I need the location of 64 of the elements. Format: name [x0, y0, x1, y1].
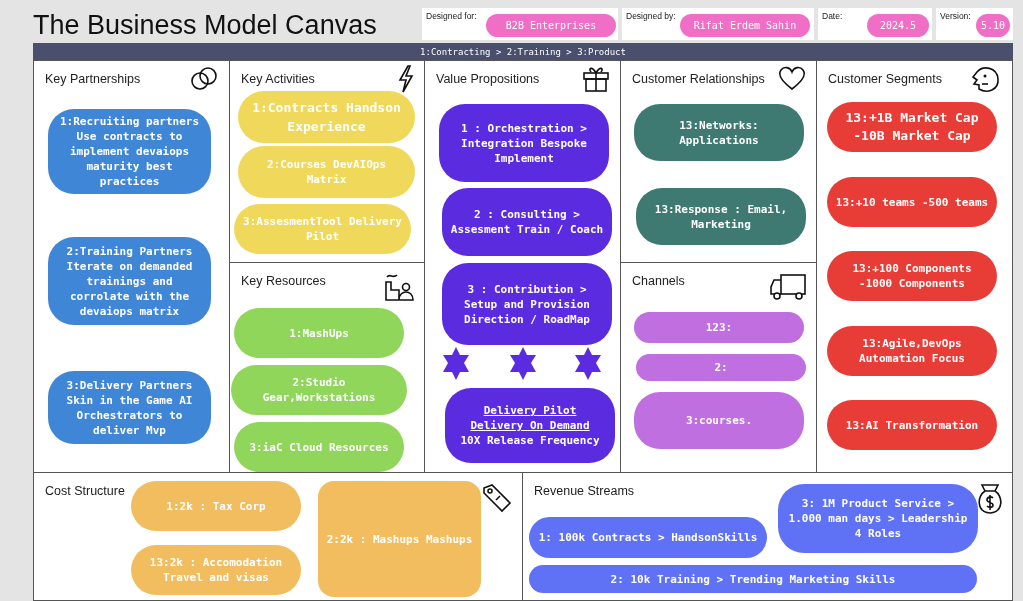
- link-text: Delivery On Demand: [470, 418, 590, 433]
- note-card: 123:: [634, 312, 804, 343]
- canvas-section: [33, 60, 230, 473]
- note-card: 1:2k : Tax Corp: [131, 481, 301, 531]
- canvas-section: [522, 472, 1013, 601]
- note-card: 1:Recruiting partners Use contracts to implement devaiops maturity best practices: [48, 109, 211, 194]
- note-card: 2:Courses DevAIOps Matrix: [238, 146, 415, 198]
- section-heading: Cost Structure: [45, 484, 125, 498]
- page-title: The Business Model Canvas: [33, 10, 377, 41]
- field-label: Version:: [940, 11, 971, 21]
- note-card: 1 : Orchestration > Integration Bespoke Implement: [439, 104, 609, 182]
- canvas-section: [620, 60, 817, 263]
- canvas-section: [424, 60, 621, 473]
- header-field-box: [936, 8, 1013, 40]
- field-label: Designed by:: [626, 11, 676, 21]
- link-text: Delivery Pilot: [483, 403, 577, 418]
- section-heading: Revenue Streams: [534, 484, 635, 498]
- note-card: 3: 1M Product Service > 1.000 man days > Leadership 4 Roles: [778, 484, 978, 553]
- note-card: 2:: [636, 354, 806, 381]
- note-card: [445, 388, 615, 463]
- note-card: 13:Networks: Applications: [634, 104, 804, 161]
- canvas-section: [229, 60, 425, 263]
- section-heading: Key Activities: [241, 72, 315, 86]
- note-card: 3:Delivery Partners Skin in the Game AI Orchestrators to deliver Mvp: [48, 371, 211, 444]
- field-label: Designed for:: [426, 11, 477, 21]
- note-card: 3:courses.: [634, 392, 804, 449]
- note-card: 3:AssesmentTool Delivery Pilot: [234, 204, 411, 254]
- canvas-section: [33, 472, 523, 601]
- section-heading: Key Resources: [241, 274, 326, 288]
- note-card: 13:+10 teams -500 teams: [827, 177, 997, 227]
- note-card: 2:Studio Gear,Workstations: [231, 365, 407, 415]
- header-field-box: [622, 8, 814, 40]
- note-card: 13:AI Transformation: [827, 400, 997, 450]
- note-card: 3 : Contribution > Setup and Provision Direction / RoadMap: [442, 263, 612, 345]
- section-heading: Customer Segments: [828, 72, 942, 86]
- note-card: 2 : Consulting > Assesment Train / Coach: [442, 188, 612, 256]
- section-heading: Key Partnerships: [45, 72, 141, 86]
- note-card: 3:iaC Cloud Resources: [234, 422, 404, 472]
- value-pill: 5.10: [976, 14, 1010, 37]
- note-card: 2:Training Partners Iterate on demanded trainings and corrolate with the devaiops matrix: [48, 237, 211, 325]
- note-card: 13:Response : Email, Marketing: [636, 188, 806, 245]
- note-card: 2:2k : Mashups Mashups: [318, 481, 481, 597]
- note-card: 2: 10k Training > Trending Marketing Skills: [529, 565, 977, 593]
- header-banner: 1:Contracting > 2:Training > 3:Product: [33, 43, 1013, 61]
- note-card: 1:MashUps: [234, 308, 404, 358]
- canvas-section: [620, 262, 817, 473]
- note-text: 10X Release Frequency: [460, 433, 600, 448]
- value-pill: 2024.5: [867, 14, 929, 37]
- value-pill: Rifat Erdem Sahin: [680, 14, 810, 37]
- section-heading: Channels: [632, 274, 685, 288]
- canvas-section: [229, 262, 425, 473]
- note-card: 1:Contracts Handson Experience: [238, 91, 415, 143]
- section-heading: Customer Relationships: [632, 72, 765, 86]
- note-card: 13:+100 Components -1000 Components: [827, 251, 997, 301]
- note-card: 13:2k : Accomodation Travel and visas: [131, 545, 301, 595]
- header-field-box: [422, 8, 618, 40]
- field-label: Date:: [822, 11, 843, 21]
- note-card: 1: 100k Contracts > HandsonSkills: [529, 517, 767, 558]
- canvas-section: [816, 60, 1013, 473]
- value-pill: B2B Enterprises: [486, 14, 616, 37]
- note-card: 13:Agile,DevOps Automation Focus: [827, 326, 997, 376]
- header-field-box: [818, 8, 932, 40]
- note-card: 13:+1B Market Cap -10B Market Cap: [827, 102, 997, 152]
- section-heading: Value Propositions: [436, 72, 540, 86]
